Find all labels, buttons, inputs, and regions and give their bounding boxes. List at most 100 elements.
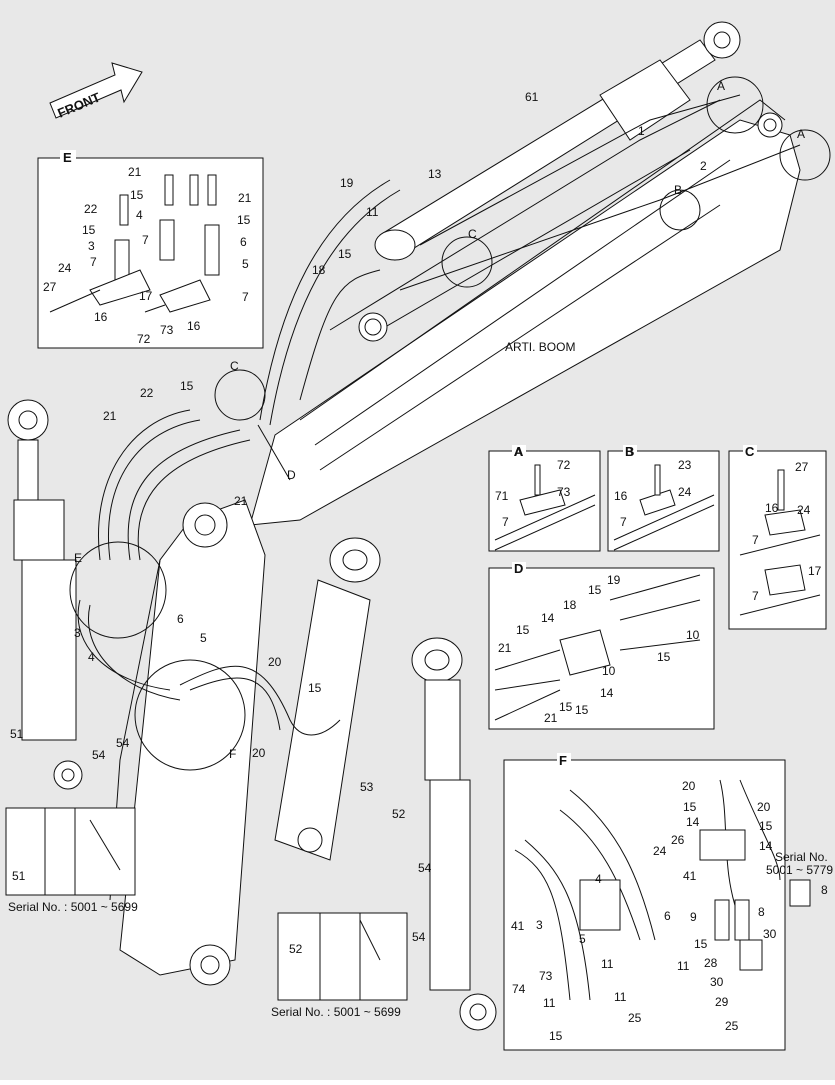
callout-main-14: 21 [103, 409, 117, 423]
callout-main-10: 15 [338, 247, 352, 261]
callout-f-21: 11 [601, 957, 614, 971]
callout-e-19: 73 [160, 323, 174, 337]
callout-e-12: 7 [242, 290, 249, 304]
callout-e-10: 6 [240, 235, 247, 249]
callout-d-4: 18 [563, 598, 577, 612]
callout-c-3: 24 [797, 503, 811, 517]
panel-c [728, 445, 827, 630]
callout-d-7: 15 [516, 623, 530, 637]
callout-main-0: 61 [525, 90, 539, 104]
callout-main-29: 51 [10, 727, 24, 741]
serial-box-52: Serial No. : 5001 ~ 5699 [271, 912, 408, 1019]
callout-f-16: 6 [664, 909, 671, 923]
callout-e-1: 21 [128, 165, 142, 179]
boom-label: ARTI. BOOM [505, 340, 575, 354]
panel-d-title: D [514, 561, 523, 576]
callout-f-2: 15 [683, 800, 697, 814]
callout-e-2: 15 [130, 188, 144, 202]
callout-a-1: 72 [557, 458, 571, 472]
callout-f-1: 20 [682, 779, 696, 793]
callout-f-11: 9 [690, 910, 697, 924]
callout-f-26: 11 [614, 990, 627, 1004]
callout-f-22: 11 [677, 959, 690, 973]
panel-d [488, 562, 715, 730]
panel-e-parts [49, 174, 220, 313]
callout-d-3: 10 [686, 628, 700, 642]
callout-main-3: A [717, 79, 725, 93]
serial-box-51: Serial No. : 5001 ~ 5699 [5, 807, 138, 914]
callout-main-6: C [468, 227, 477, 241]
callout-f-10: 41 [683, 869, 697, 883]
callout-d-11: 14 [600, 686, 614, 700]
callout-a-2: 71 [495, 489, 509, 503]
callout-e-16: 27 [43, 280, 57, 294]
detail-circles [69, 76, 831, 771]
callout-main-27: 53 [360, 780, 374, 794]
callout-f-13: 15 [694, 937, 708, 951]
callout-main-13: 15 [180, 379, 194, 393]
callout-f-18: 5 [579, 932, 586, 946]
panel-f [503, 753, 786, 1051]
callout-main-31: 54 [92, 748, 106, 762]
callout-d-9: 10 [602, 664, 616, 678]
callout-f-12: 8 [758, 905, 765, 919]
callout-e-9: 7 [142, 233, 149, 247]
callout-b-1: 23 [678, 458, 692, 472]
callout-e-6: 15 [82, 223, 96, 237]
callout-f-8: 24 [653, 844, 667, 858]
callout-e-0: E [63, 151, 71, 165]
panel-e [37, 150, 264, 349]
callout-f-28: 25 [628, 1011, 642, 1025]
callout-f-3: 20 [757, 800, 771, 814]
serial-52-text: Serial No. : 5001 ~ 5699 [271, 1005, 401, 1019]
callout-f-0: F [559, 754, 566, 768]
panel-b [607, 445, 720, 552]
callout-main-19: 3 [74, 626, 81, 640]
panel-f-title: F [559, 753, 567, 768]
callout-c-1: 27 [795, 460, 809, 474]
callout-f-9: 4 [595, 872, 602, 886]
callout-f-30: 25 [725, 1019, 739, 1033]
boom-cylinder-left [7, 399, 83, 790]
callout-d-8: 21 [498, 641, 512, 655]
serial-f-line1: Serial No. [775, 850, 828, 864]
hydraulic-hoses [77, 94, 801, 736]
callout-main-12: 22 [140, 386, 154, 400]
callout-f-24: 30 [710, 975, 724, 989]
serial-box-f: Serial No. 5001 ~ 5779 [766, 850, 833, 907]
callout-b-3: 24 [678, 485, 692, 499]
callout-c-2: 16 [765, 501, 779, 515]
callout-a-0: A [514, 445, 522, 459]
boom-cylinder-center [274, 537, 381, 861]
callout-serial_f-0: 8 [821, 883, 828, 897]
callout-f-20: 73 [539, 969, 553, 983]
callout-s51-0: 51 [12, 869, 26, 883]
callout-e-14: 17 [139, 289, 153, 303]
callout-c-0: C [745, 445, 754, 459]
callout-main-15: C [230, 359, 239, 373]
callout-main-1: 1 [638, 124, 645, 138]
callout-f-6: 26 [671, 833, 685, 847]
panel-c-title: C [745, 444, 755, 459]
callout-main-8: 19 [340, 176, 354, 190]
callout-f-29: 15 [549, 1029, 563, 1043]
callout-e-17: 16 [94, 310, 108, 324]
callout-e-18: 72 [137, 332, 151, 346]
arm-cylinder [374, 21, 741, 261]
callout-d-10: 15 [559, 700, 573, 714]
callout-f-14: 30 [763, 927, 777, 941]
callout-c-5: 17 [808, 564, 822, 578]
callout-main-24: 15 [308, 681, 322, 695]
callout-d-6: 14 [541, 611, 555, 625]
callout-e-15: 7 [90, 255, 97, 269]
panel-a [488, 445, 601, 552]
front-arrow: FRONT [49, 62, 143, 121]
callout-main-17: 21 [234, 494, 248, 508]
callout-main-9: 11 [366, 205, 379, 219]
callout-main-28: 52 [392, 807, 406, 821]
callout-f-23: 74 [512, 982, 526, 996]
callout-main-11: 18 [312, 263, 326, 277]
callout-main-32: 54 [418, 861, 432, 875]
callout-f-4: 14 [686, 815, 700, 829]
